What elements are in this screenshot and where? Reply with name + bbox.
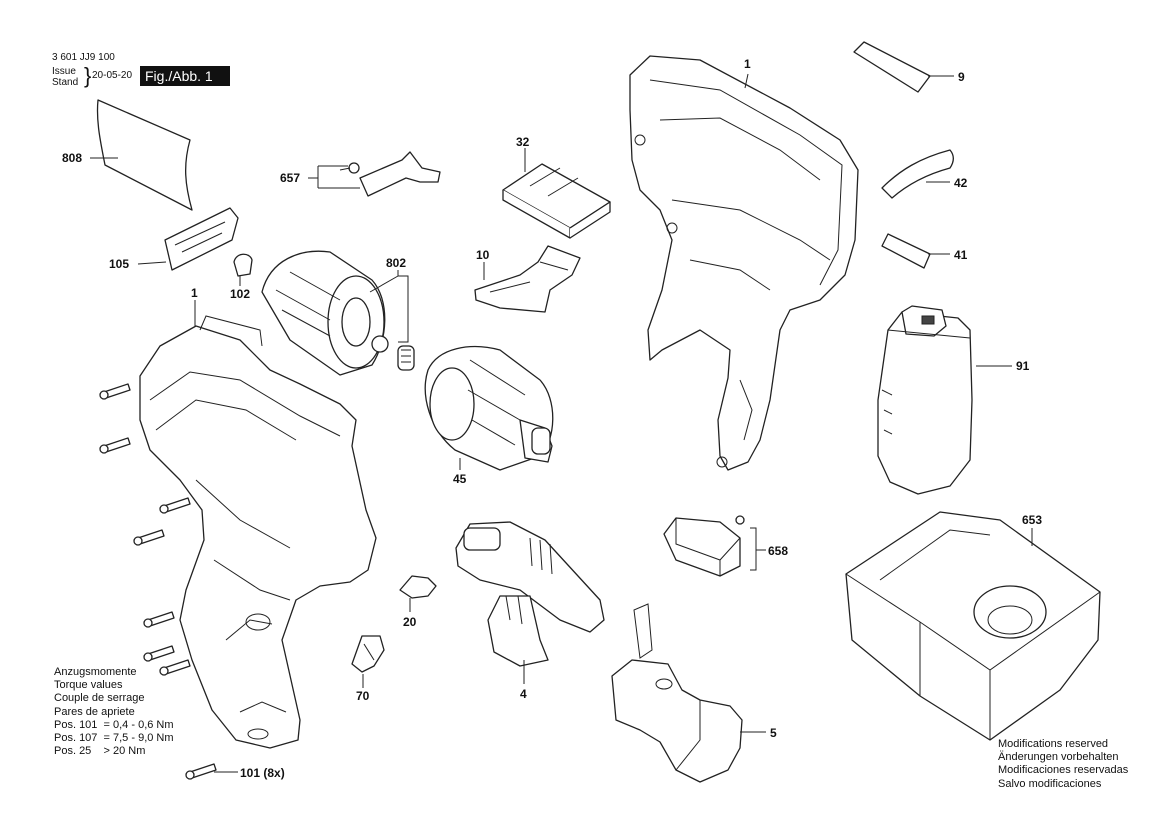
part-4-electronics xyxy=(455,521,605,667)
torque-line: Pares de apriete xyxy=(54,705,135,718)
callout-4: 4 xyxy=(520,687,527,701)
modification-line: Salvo modificaciones xyxy=(998,777,1102,790)
callout-1-left: 1 xyxy=(191,286,198,300)
callout-70: 70 xyxy=(356,689,370,703)
part-1-housing-left xyxy=(139,315,377,749)
part-45-gearbox xyxy=(424,345,554,471)
modification-line: Änderungen vorbehalten xyxy=(998,751,1119,764)
callout-32: 32 xyxy=(516,135,530,149)
document-number: 3 601 JJ9 100 xyxy=(52,52,115,63)
part-10-slider xyxy=(474,245,581,313)
part-70-spring xyxy=(351,635,385,673)
callout-101: 101 (8x) xyxy=(240,766,285,780)
part-20-clip xyxy=(399,575,437,599)
callout-102: 102 xyxy=(230,287,250,301)
callout-45: 45 xyxy=(453,472,467,486)
callout-802: 802 xyxy=(386,256,406,270)
part-9-sticker xyxy=(853,41,931,93)
part-802-motor xyxy=(261,250,415,376)
torque-line: Pos. 107 = 7,5 - 9,0 Nm xyxy=(54,732,174,745)
callout-808: 808 xyxy=(62,151,82,165)
torque-line: Torque values xyxy=(54,679,123,692)
part-653-charger xyxy=(845,511,1101,741)
callout-41: 41 xyxy=(954,248,968,262)
issue-date: 20-05-20 xyxy=(92,70,133,81)
modification-line: Modifications reserved xyxy=(998,738,1109,750)
stand-label: Stand xyxy=(52,77,79,88)
screws-101 xyxy=(99,383,217,780)
callout-10: 10 xyxy=(476,248,490,262)
brace-glyph: } xyxy=(84,63,92,88)
callout-1-top: 1 xyxy=(744,57,751,71)
part-808-label-sheet xyxy=(96,99,193,211)
callout-labels: 1 9 32 808 657 42 10 41 105 802 102 1 91… xyxy=(62,57,1042,780)
leader-lines xyxy=(90,73,1033,773)
modification-notes: Modifications reserved Änderungen vorbeh… xyxy=(998,738,1128,791)
callout-105: 105 xyxy=(109,257,129,271)
part-658-led-holder xyxy=(663,515,745,577)
part-657-belt-hook xyxy=(339,151,441,197)
callout-5: 5 xyxy=(770,726,777,740)
part-5-trigger-switch xyxy=(611,603,743,783)
part-42-sticker xyxy=(881,149,955,199)
torque-line: Pos. 25 > 20 Nm xyxy=(54,745,146,758)
torque-notes: Anzugsmomente Torque values Couple de se… xyxy=(54,666,174,758)
part-32-switch-cover xyxy=(502,163,611,239)
callout-657: 657 xyxy=(280,171,300,185)
part-102-cap xyxy=(233,253,253,277)
part-41-sticker xyxy=(881,233,931,269)
callout-42: 42 xyxy=(954,176,968,190)
part-91-battery xyxy=(877,305,973,495)
callout-20: 20 xyxy=(403,615,417,629)
figure-label: Fig./Abb. 1 xyxy=(140,66,230,86)
modification-line: Modificaciones reservadas xyxy=(998,764,1129,777)
torque-line: Pos. 101 = 0,4 - 0,6 Nm xyxy=(54,718,174,731)
torque-line: Anzugsmomente xyxy=(54,666,137,678)
callout-9: 9 xyxy=(958,70,965,84)
part-105-nameplate xyxy=(164,207,239,271)
part-1-housing-right xyxy=(629,55,859,471)
callout-653: 653 xyxy=(1022,513,1042,527)
torque-line: Couple de serrage xyxy=(54,692,145,705)
callout-658: 658 xyxy=(768,544,788,558)
issue-label: Issue xyxy=(52,66,76,77)
callout-91: 91 xyxy=(1016,359,1030,373)
